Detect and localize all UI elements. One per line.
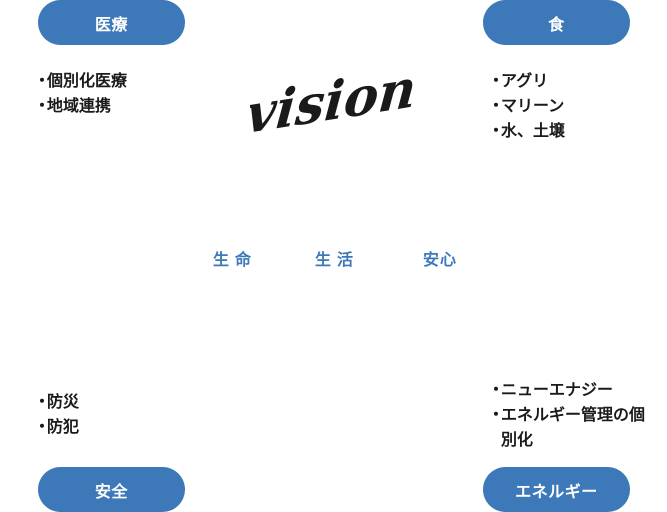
category-pill-safety[interactable]: 安全 xyxy=(38,467,185,512)
keyword-security: 安心 xyxy=(423,250,458,269)
safety-item-list: ・防災 ・防犯 xyxy=(34,389,79,439)
medical-item-list: ・個別化医療 ・地域連携 xyxy=(34,68,127,118)
category-label-safety: 安全 xyxy=(94,481,128,501)
bullet: ・ xyxy=(34,417,51,436)
list-item: ・防災 xyxy=(34,389,79,414)
list-item: ・防犯 xyxy=(34,414,79,439)
bullet: ・ xyxy=(34,392,51,411)
category-pill-medical[interactable]: 医療 xyxy=(38,0,185,45)
energy-item-list: ・ニューエナジー ・エネルギー管理の個別化 xyxy=(488,377,651,452)
category-pill-energy[interactable]: エネルギー xyxy=(483,467,630,512)
list-item: ・地域連携 xyxy=(34,93,127,118)
bullet: ・ xyxy=(34,96,51,115)
bullet: ・ xyxy=(488,380,505,399)
list-item: ・エネルギー管理の個別化 xyxy=(488,402,651,452)
category-label-food: 食 xyxy=(548,14,565,34)
keyword-life: 生命 xyxy=(213,250,258,269)
bullet: ・ xyxy=(488,121,505,140)
list-item: ・マリーン xyxy=(488,93,565,118)
category-label-energy: エネルギー xyxy=(515,481,598,501)
bullet: ・ xyxy=(34,71,51,90)
food-item-list: ・アグリ ・マリーン ・水、土壌 xyxy=(488,68,565,143)
bullet: ・ xyxy=(488,71,505,90)
category-label-medical: 医療 xyxy=(94,14,128,34)
vision-text: vision xyxy=(250,62,419,142)
list-item: ・水、土壌 xyxy=(488,118,565,143)
list-item: ・アグリ xyxy=(488,68,565,93)
list-item: ・ニューエナジー xyxy=(488,377,651,402)
list-item: ・個別化医療 xyxy=(34,68,127,93)
bullet: ・ xyxy=(488,405,505,424)
vision-logo: vision xyxy=(250,62,419,142)
keyword-living: 生活 xyxy=(315,250,360,269)
bullet: ・ xyxy=(488,96,505,115)
category-pill-food[interactable]: 食 xyxy=(483,0,630,45)
